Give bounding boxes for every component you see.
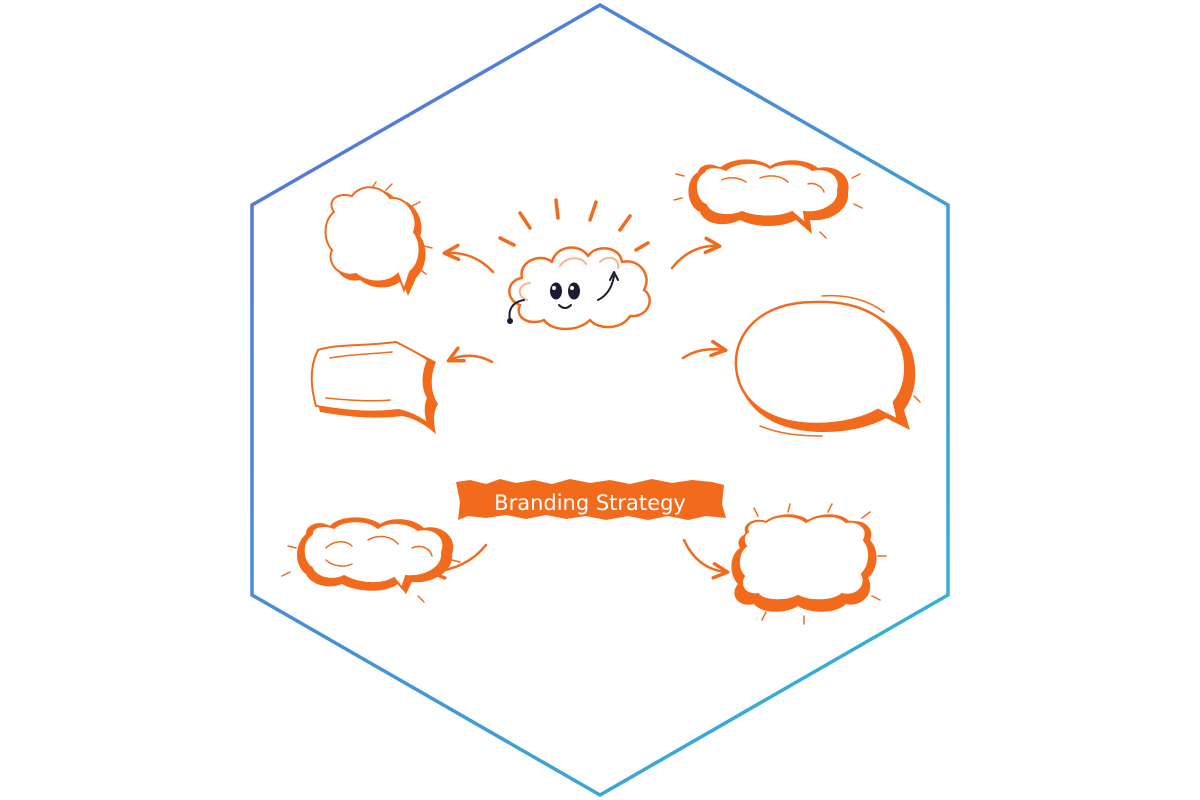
happy-cloud-mascot-icon: [498, 198, 651, 331]
connector-arrows: [428, 236, 730, 580]
center-label: Branding Strategy: [494, 491, 686, 515]
curved-arrow-icon: [682, 538, 730, 580]
cloud-speech-bubble-icon: [281, 517, 461, 603]
spiky-speech-bubble-icon: [310, 340, 438, 434]
oval-speech-bubble-icon: [734, 294, 921, 437]
curved-arrow-icon: [442, 243, 495, 274]
cloud-speech-bubble-icon: [673, 159, 863, 239]
hexagon-frame: [250, 2, 950, 798]
cloud-speech-bubble-icon: [324, 181, 433, 296]
branding-strategy-banner: Branding Strategy: [456, 479, 726, 520]
cloud-speech-bubble-icon: [731, 503, 887, 625]
idea-rays-icon: [498, 198, 650, 252]
curved-arrow-icon: [681, 339, 728, 360]
curved-arrow-icon: [670, 236, 722, 270]
curved-arrow-icon: [446, 346, 494, 364]
